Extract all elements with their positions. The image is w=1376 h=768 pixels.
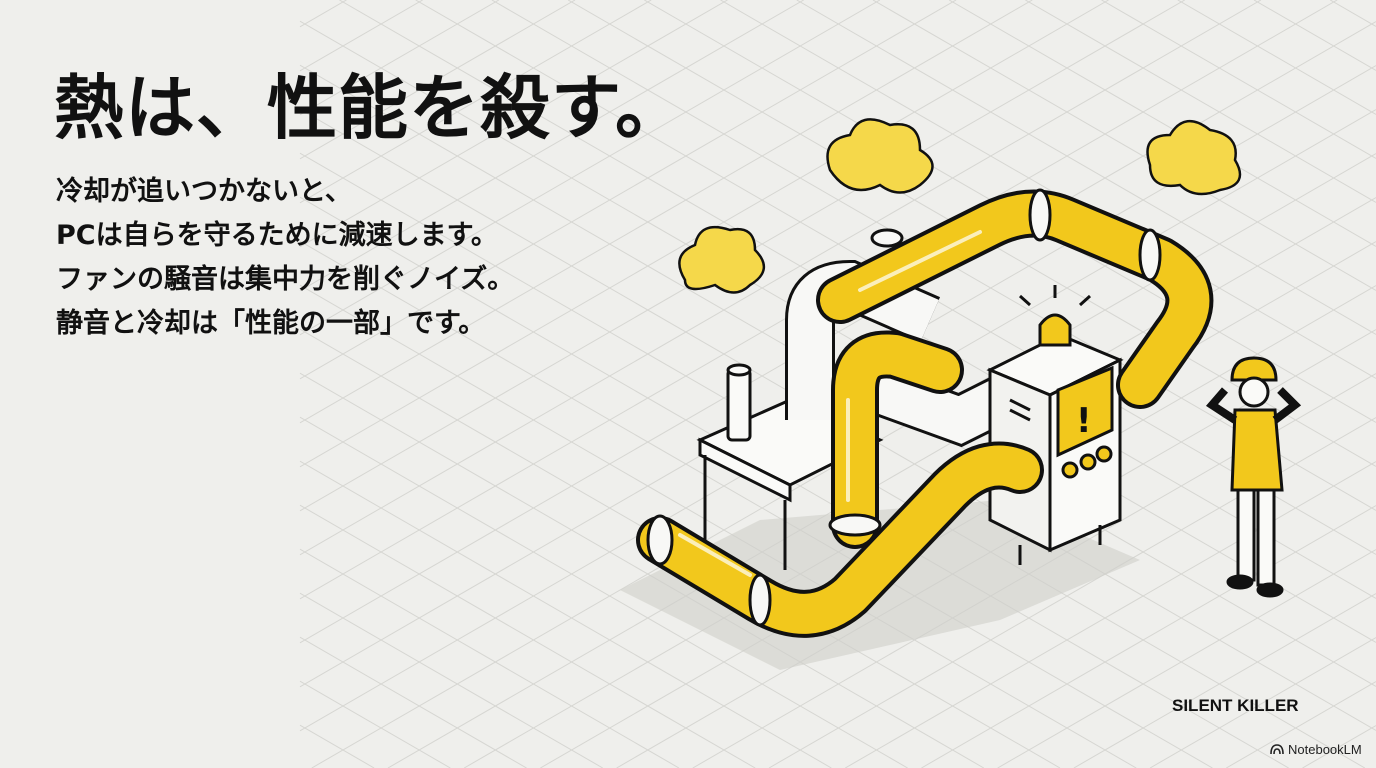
body-line: 静音と冷却は「性能の一部」です。 (56, 308, 486, 339)
svg-text:!: ! (1076, 401, 1092, 441)
grid-line (299, 0, 957, 380)
slide-body: 冷却が追いつかないと、 PCは自らを守るために減速します。 ファンの騒音は集中力… (56, 170, 514, 346)
grid-line (872, 0, 1376, 291)
grid-line (299, 0, 1033, 424)
grid-line (1177, 0, 1376, 115)
grid-line (844, 461, 1376, 768)
grid-line (299, 592, 604, 768)
grid-line (1302, 725, 1376, 768)
slide-title: 熱は、性能を殺す。 (54, 67, 686, 149)
grid-line (299, 372, 985, 768)
grid-line (299, 0, 423, 72)
grid-line (299, 460, 832, 768)
grid-line (997, 549, 1376, 768)
grid-line (299, 0, 881, 336)
grid-line (1253, 0, 1376, 71)
brand-label: NotebookLM (1288, 742, 1362, 757)
grid-line (1149, 637, 1376, 768)
yellow-pipes (636, 188, 1214, 638)
grid-line (299, 0, 576, 160)
grid-line (948, 0, 1376, 247)
grid-line (299, 0, 1262, 556)
grid-line (299, 548, 680, 768)
grid-line (299, 504, 756, 768)
body-line: 冷却が追いつかないと、 (56, 176, 352, 207)
grid-line (1073, 593, 1376, 768)
grid-line (299, 416, 908, 768)
grid-line (921, 505, 1376, 768)
notebooklm-logo-icon (1270, 744, 1284, 755)
control-panel: ! (986, 285, 1124, 565)
grid-line (299, 680, 451, 768)
grid-line (1329, 0, 1376, 27)
grid-line (299, 0, 804, 292)
grid-line (299, 636, 527, 768)
grid-line (1101, 0, 1376, 159)
body-line: ファンの騒音は集中力を削ぐノイズ。 (56, 264, 515, 295)
brand-watermark: NotebookLM (1270, 742, 1362, 757)
grid-line (299, 0, 728, 248)
grid-line (299, 0, 500, 116)
grid-line (1226, 681, 1376, 768)
worker-figure (1205, 356, 1302, 598)
grid-line (1025, 0, 1376, 203)
grid-line (299, 284, 1137, 768)
grid-line (720, 0, 1376, 379)
grid-line (299, 0, 347, 28)
grid-line (299, 724, 375, 768)
grid-line (299, 0, 652, 204)
body-line: PCは自らを守るために減速します。 (56, 220, 498, 251)
smoke-clouds (678, 118, 1242, 294)
grid-line (796, 0, 1376, 335)
grid-line (299, 240, 1213, 768)
tagline: SILENT KILLER (1172, 696, 1299, 715)
